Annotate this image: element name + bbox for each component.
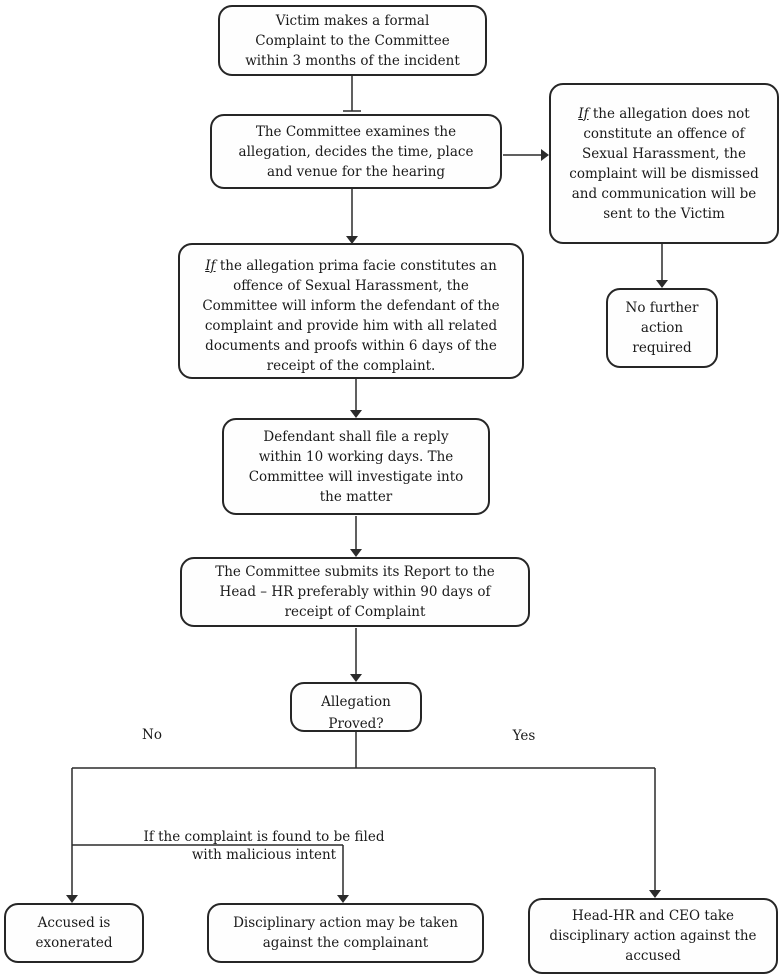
- node-committee-examines-text: The Committee examines the allegation, d…: [238, 123, 474, 180]
- node-victim-complaint-text: Victim makes a formal Complaint to the C…: [245, 12, 460, 69]
- malicious-intent-note-line2: with malicious intent: [191, 847, 337, 863]
- node-defendant-reply: Defendant shall file a reply within 10 w…: [222, 418, 490, 515]
- node-complaint-dismissed-if: If: [578, 105, 589, 122]
- arrowhead-reply: [350, 410, 362, 418]
- node-allegation-proved-decision: Allegation Proved?: [290, 682, 422, 732]
- node-victim-complaint: Victim makes a formal Complaint to the C…: [218, 5, 487, 76]
- arrowhead-primafacie: [346, 236, 358, 244]
- node-disciplinary-accused: Head-HR and CEO take disciplinary action…: [528, 898, 778, 974]
- arrowhead-disc-complainant: [337, 895, 349, 903]
- arrowhead-dismiss: [541, 149, 549, 161]
- arrowhead-report: [350, 549, 362, 557]
- node-disciplinary-complainant: Disciplinary action may be taken against…: [207, 903, 484, 963]
- node-no-further-action-text: No further action required: [625, 300, 699, 356]
- node-disciplinary-complainant-text: Disciplinary action may be taken against…: [233, 915, 458, 951]
- arrowhead-nofurther: [656, 280, 668, 288]
- node-allegation-proved-text: Allegation Proved?: [321, 694, 391, 732]
- node-committee-report: The Committee submits its Report to the …: [180, 557, 530, 627]
- node-no-further-action: No further action required: [606, 288, 718, 368]
- node-prima-facie-text: the allegation prima facie constitutes a…: [202, 258, 500, 374]
- arrowhead-decision: [350, 674, 362, 682]
- branch-label-yes: Yes: [512, 728, 536, 744]
- arrowhead-disc-accused: [649, 890, 661, 898]
- node-complaint-dismissed-text: the allegation does not constitute an of…: [569, 105, 759, 222]
- node-accused-exonerated-text: Accused is exonerated: [35, 915, 113, 951]
- malicious-intent-note: If the complaint is found to be filed wi…: [114, 828, 414, 864]
- node-prima-facie: If the allegation prima facie constitute…: [178, 243, 524, 379]
- arrowhead-exonerated: [66, 895, 78, 903]
- malicious-intent-note-line1: If the complaint is found to be filed: [143, 829, 385, 845]
- branch-label-no: No: [142, 727, 162, 743]
- node-committee-report-text: The Committee submits its Report to the …: [215, 564, 495, 620]
- node-committee-examines: The Committee examines the allegation, d…: [210, 114, 502, 189]
- node-disciplinary-accused-text: Head-HR and CEO take disciplinary action…: [549, 908, 757, 964]
- node-complaint-dismissed: If the allegation does not constitute an…: [549, 83, 779, 244]
- node-defendant-reply-text: Defendant shall file a reply within 10 w…: [248, 428, 464, 505]
- node-prima-facie-if: If: [205, 258, 216, 274]
- node-accused-exonerated: Accused is exonerated: [4, 903, 144, 963]
